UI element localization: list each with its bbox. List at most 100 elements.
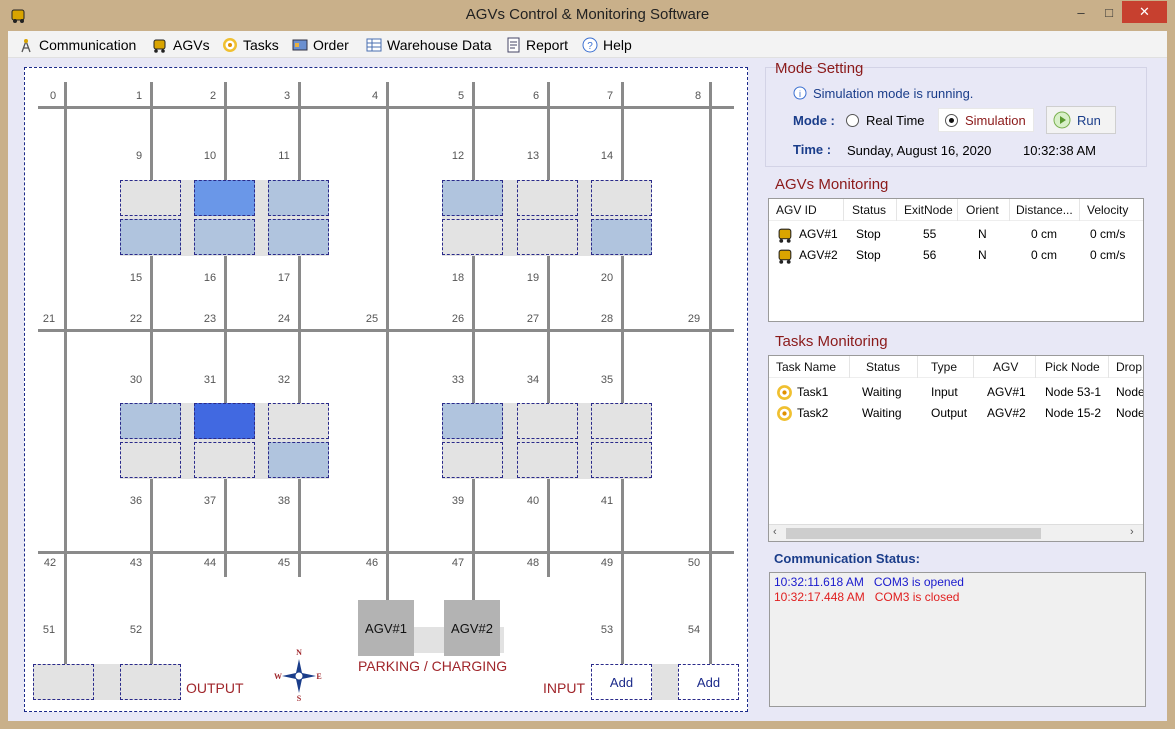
cell-drop: Node [1116,385,1144,399]
col-orient[interactable]: Orient [966,203,999,217]
cell-status: Waiting [862,385,902,399]
col-drop[interactable]: Drop [1116,360,1143,374]
col-pick-node[interactable]: Pick Node [1045,360,1100,374]
add-button[interactable]: Add [678,664,739,700]
node-label: 29 [687,313,701,325]
storage-slot[interactable] [194,219,255,255]
storage-slot[interactable] [194,442,255,478]
storage-slot[interactable] [268,442,329,478]
storage-slot[interactable] [517,180,578,216]
storage-slot[interactable] [442,219,503,255]
menu-help[interactable]: ? Help [582,35,632,55]
storage-slot[interactable] [591,442,652,478]
node-label: 13 [526,150,540,162]
storage-slot[interactable] [268,180,329,216]
node-label: 36 [129,495,143,507]
node-label: 7 [606,90,614,102]
output-slot[interactable] [33,664,94,700]
col-separator [1079,199,1080,221]
storage-slot[interactable] [442,442,503,478]
menu-tasks[interactable]: Tasks [222,35,279,55]
storage-slot[interactable] [120,403,181,439]
col-type[interactable]: Type [931,360,958,374]
maximize-button[interactable]: □ [1105,4,1113,20]
menu-warehouse-data[interactable]: Warehouse Data [366,35,492,55]
storage-slot[interactable] [120,180,181,216]
radio-circle [846,114,859,127]
storage-slot[interactable] [591,219,652,255]
storage-slot[interactable] [120,442,181,478]
col-task-name[interactable]: Task Name [776,360,837,374]
cell-distance: 0 cm [1031,248,1058,262]
agvs-list[interactable]: AGV ID Status ExitNode Orient Distance..… [768,198,1144,322]
minimize-button[interactable]: ‒ [1077,4,1085,20]
storage-slot[interactable] [194,180,255,216]
node-label: 54 [687,624,701,636]
output-slot[interactable] [120,664,181,700]
agv-vehicle[interactable]: AGV#2 [444,600,500,656]
communication-log[interactable]: 10:32:11.618 AM COM3 is opened 10:32:17.… [769,572,1146,707]
output-label: OUTPUT [186,680,244,696]
menu-agvs[interactable]: AGVs [152,35,210,55]
tasks-monitoring-title: Tasks Monitoring [775,333,888,350]
target-icon [777,385,792,400]
storage-slot[interactable] [268,219,329,255]
node-label: 39 [451,495,465,507]
cell-task-name: Task1 [797,385,829,399]
help-icon: ? [582,37,598,53]
agv-icon [153,39,166,53]
storage-slot[interactable] [517,219,578,255]
col-separator [957,199,958,221]
cell-orient: N [978,248,987,262]
col-separator [973,356,974,378]
col-agv-id[interactable]: AGV ID [776,203,817,217]
col-agv[interactable]: AGV [993,360,1019,374]
track-vertical [621,82,624,664]
menu-order[interactable]: Order [292,35,349,55]
scrollbar-thumb[interactable] [786,528,1041,539]
track-vertical [472,82,475,600]
node-label: 42 [43,557,57,569]
node-label: 48 [526,557,540,569]
storage-slot[interactable] [442,180,503,216]
close-button[interactable]: ✕ [1122,1,1167,23]
storage-slot[interactable] [120,219,181,255]
track-vertical [386,82,389,600]
menu-report[interactable]: Report [505,35,568,55]
menu-communication[interactable]: Communication [18,35,136,55]
log-line: 10:32:17.448 AM COM3 is closed [774,590,959,604]
col-separator [1108,356,1109,378]
node-label: 0 [49,90,57,102]
col-status[interactable]: Status [866,360,901,374]
col-status[interactable]: Status [852,203,887,217]
col-distance[interactable]: Distance... [1016,203,1073,217]
report-icon [507,37,520,53]
agv-vehicle[interactable]: AGV#1 [358,600,414,656]
add-button[interactable]: Add [591,664,652,700]
storage-slot[interactable] [268,403,329,439]
storage-slot[interactable] [517,403,578,439]
tasks-horizontal-scrollbar[interactable]: ‹ › [769,524,1143,541]
storage-slot[interactable] [591,403,652,439]
tasks-list[interactable]: Task Name Status Type AGV Pick Node Drop… [768,355,1144,542]
antenna-icon [21,39,31,53]
cell-orient: N [978,227,987,241]
storage-slot[interactable] [442,403,503,439]
radio-real-time[interactable]: Real Time [846,113,925,128]
col-exitnode[interactable]: ExitNode [904,203,953,217]
storage-slot[interactable] [517,442,578,478]
storage-slot[interactable] [591,180,652,216]
node-label: 44 [203,557,217,569]
scroll-left-icon[interactable]: ‹ [773,526,777,538]
scroll-right-icon[interactable]: › [1130,526,1134,538]
radio-circle-selected [945,113,958,127]
col-separator [917,356,918,378]
cell-velocity: 0 cm/s [1090,248,1126,262]
radio-simulation[interactable]: Simulation [938,108,1034,132]
run-button[interactable]: Run [1046,106,1116,134]
storage-slot[interactable] [194,403,255,439]
col-velocity[interactable]: Velocity [1087,203,1129,217]
node-label: 51 [42,624,56,636]
agv-icon [778,249,792,264]
